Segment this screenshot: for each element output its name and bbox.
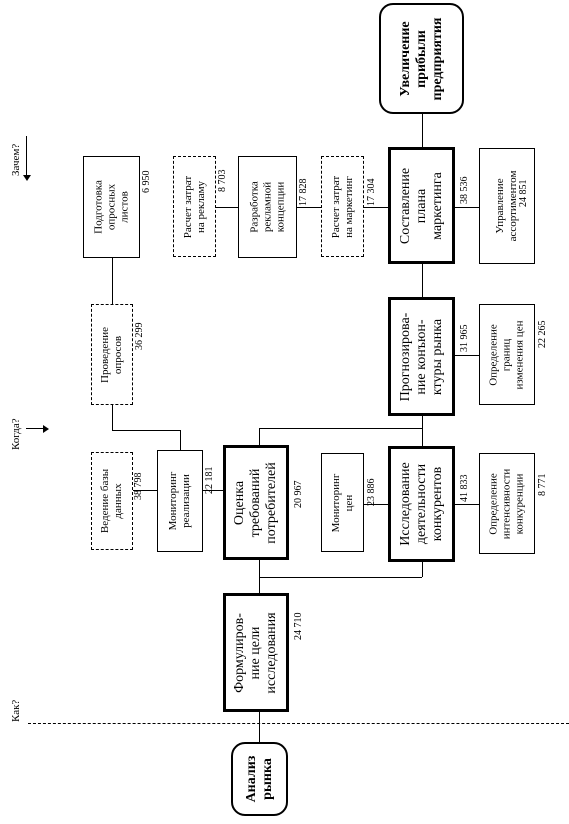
connector-concept-marketing <box>297 207 321 208</box>
connector-start-formulation <box>259 712 260 742</box>
why-arrow-shaft <box>26 136 27 176</box>
connector-competitors-up <box>422 416 423 446</box>
connector-plan-goal <box>422 114 423 147</box>
start-node-market-analysis: Анализ рынка <box>231 742 288 816</box>
connector-competitors-intensity <box>455 504 479 505</box>
node-competition-intensity: Определение интенсивности конкуренции <box>479 453 535 554</box>
value-price-monitoring: 23 886 <box>366 478 377 507</box>
node-assortment: Управление ассортиментом <box>479 148 535 264</box>
connector-plan-assortment <box>455 207 479 208</box>
connector-requirements-up <box>259 428 260 445</box>
value-sales-monitoring: 22 181 <box>204 466 215 495</box>
node-forecast: Прогнозирова- ние конъюн- ктуры рынка <box>388 297 455 416</box>
node-surveys: Проведение опросов <box>91 304 133 405</box>
value-ad-costs: 8 703 <box>217 169 228 193</box>
why-label: Зачем? <box>10 143 22 176</box>
node-marketing-costs: Расчет затрат на маркетинг <box>321 156 364 257</box>
value-formulation: 24 710 <box>293 612 304 641</box>
connector-surveys-down <box>112 405 113 430</box>
node-sales-monitoring: Мониторинг реализации <box>157 450 203 552</box>
connector-sales-up <box>180 430 181 450</box>
value-marketing-costs: 17 304 <box>366 178 377 207</box>
connector-adcosts-concept <box>216 207 238 208</box>
connector-sales-requirements <box>203 490 223 491</box>
value-database: 38 798 <box>133 472 144 501</box>
node-ad-concept: Разработка рекламной концепции <box>238 156 297 258</box>
connector-formulation-up <box>259 577 260 593</box>
node-questionnaires: Подготовка опросных листов <box>83 156 140 258</box>
when-label: Когда? <box>10 418 22 450</box>
value-ad-concept: 17 828 <box>298 178 309 207</box>
node-database: Ведение базы данных <box>91 452 133 550</box>
node-price-bounds: Определение границ изменения цен <box>479 304 535 405</box>
node-price-monitoring: Мониторинг цен <box>321 453 364 552</box>
value-surveys: 36 299 <box>134 322 145 351</box>
how-label: Как? <box>10 699 22 722</box>
goal-node-profit-increase: Увеличение прибыли предприятия <box>379 3 464 114</box>
why-arrow-head <box>23 175 31 181</box>
node-competitors: Исследование деятельности конкурентов <box>388 446 455 562</box>
value-questionnaires: 6 950 <box>141 170 152 194</box>
value-price-bounds: 22 265 <box>537 320 548 349</box>
how-boundary-line <box>28 723 569 724</box>
value-plan: 38 536 <box>459 176 470 205</box>
node-plan: Составление плана маркетинга <box>388 147 455 264</box>
connector-surveys-questionnaires <box>112 258 113 304</box>
when-arrow-head <box>43 425 49 433</box>
value-competitors: 41 833 <box>459 474 470 503</box>
connector-forecast-bounds <box>455 355 479 356</box>
connector-lower-bus <box>259 577 422 578</box>
when-arrow-shaft <box>26 428 44 429</box>
connector-upper-bus <box>259 428 422 429</box>
node-ad-costs: Расчет затрат на рекламу <box>173 156 216 257</box>
value-requirements: 20 967 <box>293 480 304 509</box>
connector-marketing-plan <box>364 207 388 208</box>
value-competition-intensity: 8 771 <box>537 473 548 497</box>
node-requirements: Оценка требований потребителей <box>223 445 289 560</box>
connector-competitors-down <box>422 562 423 577</box>
node-formulation: Формулиров- ние цели исследования <box>223 593 289 712</box>
connector-forecast-plan <box>422 264 423 297</box>
connector-database-sales <box>133 490 157 491</box>
connector-surveys-bus <box>112 430 181 431</box>
value-assortment: 24 851 <box>518 179 529 208</box>
value-forecast: 31 965 <box>459 324 470 353</box>
connector-requirements-down <box>259 560 260 577</box>
connector-price-competitors <box>364 504 388 505</box>
